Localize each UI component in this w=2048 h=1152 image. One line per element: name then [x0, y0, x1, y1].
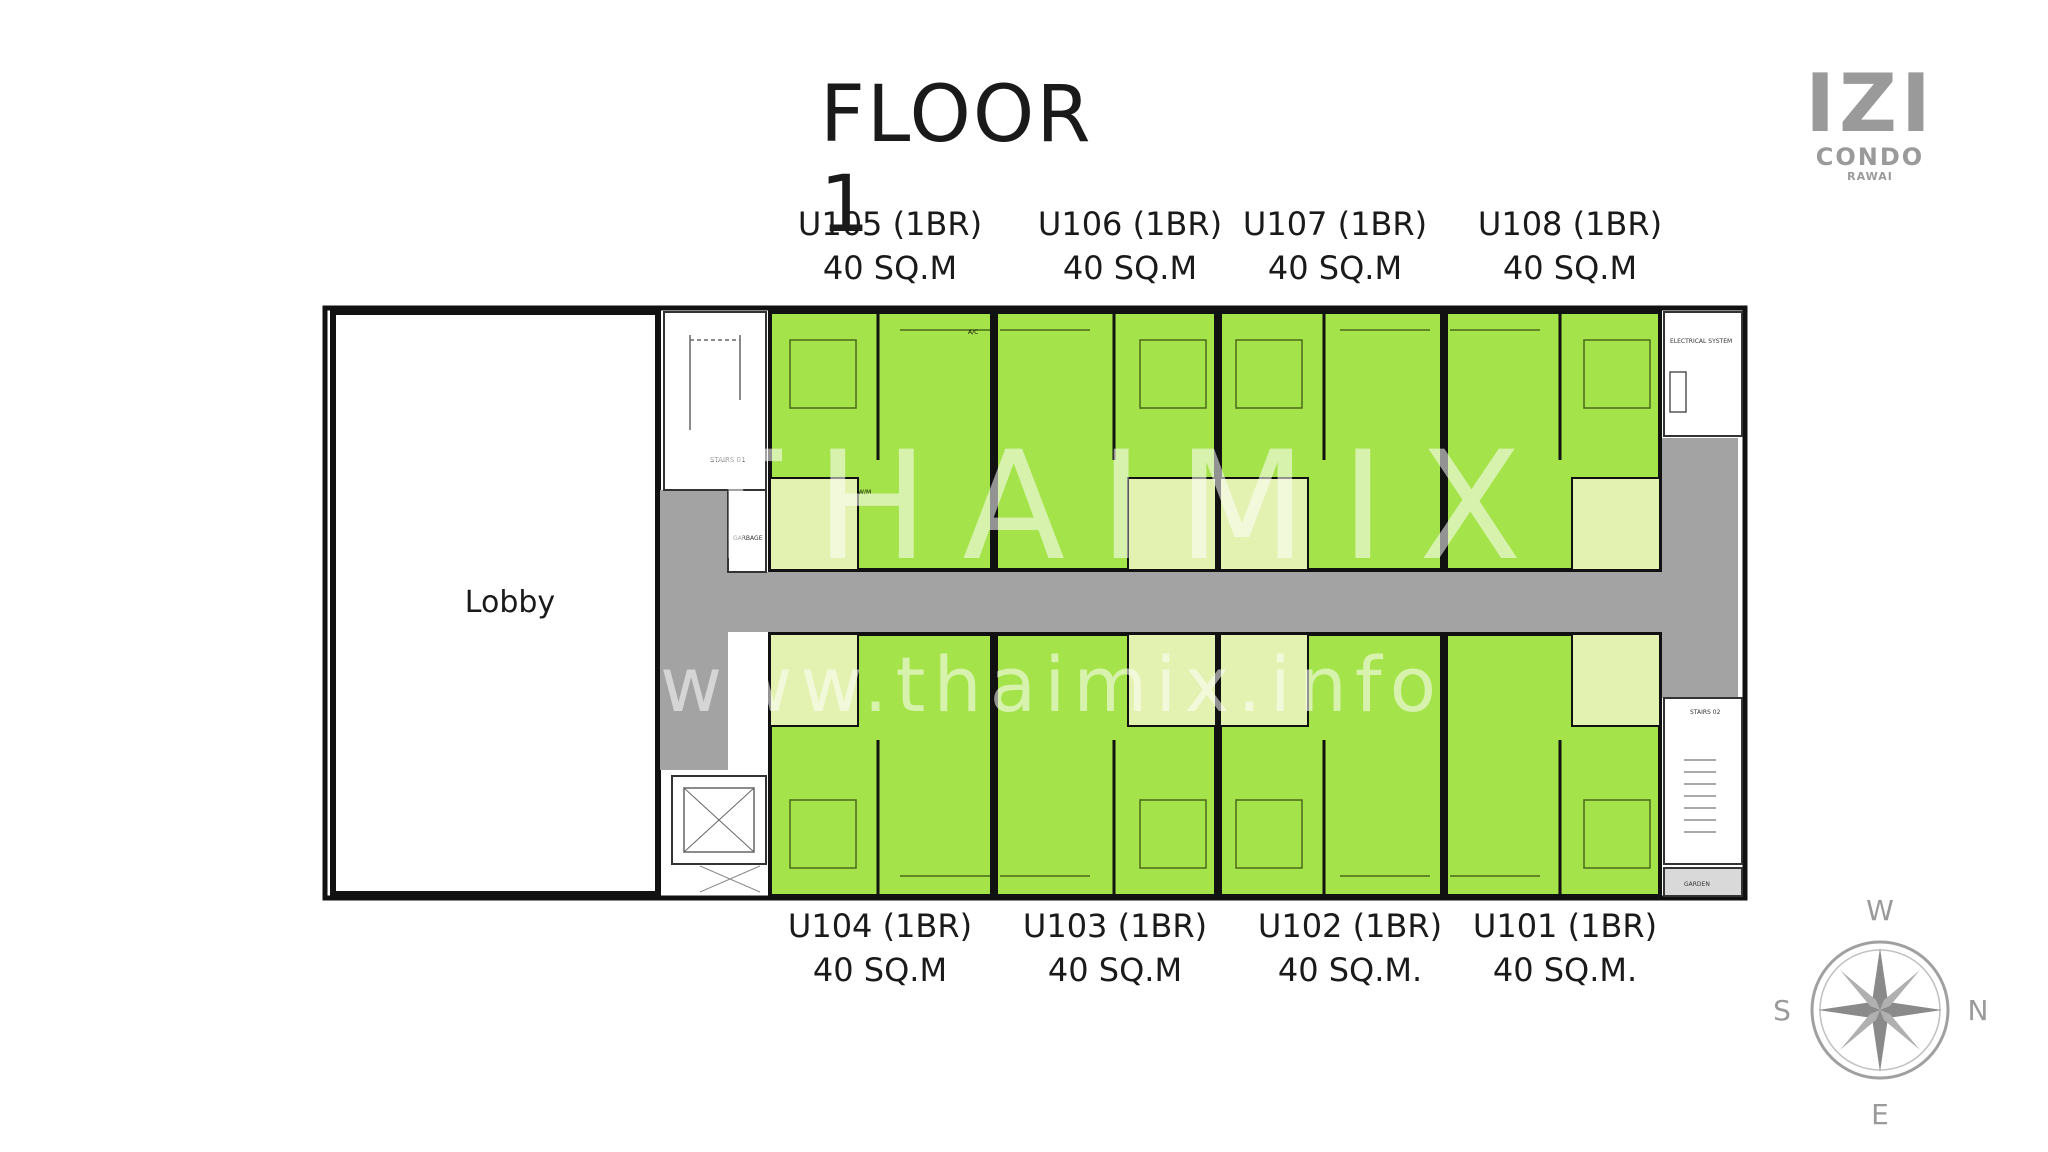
unit-label-u105: U105 (1BR) 40 SQ.M	[790, 202, 990, 290]
unit-label-u103: U103 (1BR) 40 SQ.M	[1015, 904, 1215, 992]
unit-label-u104: U104 (1BR) 40 SQ.M	[780, 904, 980, 992]
stairs-2-label: STAIRS 02	[1690, 709, 1721, 716]
logo-line3: RAWAI	[1847, 170, 1893, 183]
unit-area: 40 SQ.M	[1047, 951, 1183, 989]
unit-name: U106 (1BR)	[1037, 205, 1223, 243]
logo-brand: IZI	[1805, 57, 1935, 150]
lift	[671, 775, 767, 893]
unit-area: 40 SQ.M	[822, 249, 958, 287]
unit-u106	[994, 310, 1218, 572]
unit-area: 40 SQ.M	[1502, 249, 1638, 287]
unit-label-u108: U108 (1BR) 40 SQ.M	[1470, 202, 1670, 290]
garbage-room: GARBAGE	[727, 489, 767, 573]
unit-name: U102 (1BR)	[1257, 907, 1443, 945]
unit-name: U108 (1BR)	[1477, 205, 1663, 243]
compass-north: N	[1967, 994, 1989, 1027]
electrical-room: ELECTRICAL SYSTEM	[1663, 311, 1743, 437]
stairs-2: STAIRS 02	[1663, 697, 1743, 865]
electrical-label: ELECTRICAL SYSTEM	[1670, 338, 1732, 345]
compass-rose	[1810, 940, 1950, 1080]
unit-label-u101: U101 (1BR) 40 SQ.M.	[1465, 904, 1665, 992]
unit-name: U104 (1BR)	[787, 907, 973, 945]
unit-u105: A/C W/M	[768, 310, 994, 572]
garbage-label: GARBAGE	[733, 535, 763, 542]
unit-area: 40 SQ.M	[812, 951, 948, 989]
unit-u103	[994, 632, 1218, 898]
unit-u102	[1218, 632, 1444, 898]
lobby-label: Lobby	[464, 585, 556, 620]
garden-label: GARDEN	[1684, 881, 1710, 888]
lobby-room	[330, 309, 661, 897]
corridor	[660, 438, 1738, 770]
page-title: FLOOR 1	[820, 70, 1093, 250]
unit-u104	[768, 632, 994, 898]
unit-label-u102: U102 (1BR) 40 SQ.M.	[1250, 904, 1450, 992]
compass-west: W	[1866, 894, 1894, 927]
compass-south: S	[1773, 994, 1791, 1027]
unit-label-u107: U107 (1BR) 40 SQ.M	[1235, 202, 1435, 290]
unit-area: 40 SQ.M.	[1277, 951, 1423, 989]
ac-label: A/C	[968, 329, 978, 336]
unit-area: 40 SQ.M	[1062, 249, 1198, 287]
unit-name: U107 (1BR)	[1242, 205, 1428, 243]
unit-u107	[1218, 310, 1444, 572]
brand-logo: IZI CONDO RAWAI	[1800, 57, 1940, 184]
unit-area: 40 SQ.M	[1267, 249, 1403, 287]
wm-label: W/M	[858, 489, 871, 496]
unit-area: 40 SQ.M.	[1492, 951, 1638, 989]
unit-name: U103 (1BR)	[1022, 907, 1208, 945]
compass-east: E	[1871, 1098, 1889, 1131]
stairs-1-label: STAIRS 01	[710, 456, 745, 464]
logo-line2: CONDO	[1815, 143, 1925, 171]
garden-area: GARDEN	[1663, 867, 1743, 897]
unit-u101	[1444, 632, 1662, 898]
unit-label-u106: U106 (1BR) 40 SQ.M	[1030, 202, 1230, 290]
unit-u108	[1444, 310, 1662, 572]
unit-name: U101 (1BR)	[1472, 907, 1658, 945]
stairs-1: STAIRS 01	[663, 311, 767, 491]
unit-name: U105 (1BR)	[797, 205, 983, 243]
